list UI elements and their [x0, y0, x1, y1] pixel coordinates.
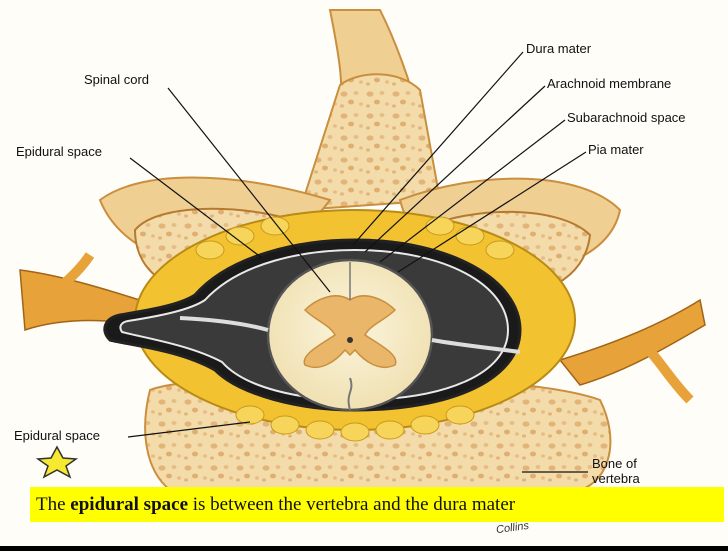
label-pia-mater: Pia mater	[588, 142, 644, 157]
leader-lines	[127, 51, 588, 473]
caption-suffix: is between the vertebra and the dura mat…	[188, 494, 516, 515]
label-vertebra: vertebra	[592, 471, 640, 486]
label-subarachnoid-space: Subarachnoid space	[567, 110, 686, 125]
grey-matter	[303, 295, 397, 369]
label-spinal-cord: Spinal cord	[84, 72, 150, 87]
label-arachnoid-membrane: Arachnoid membrane	[547, 76, 672, 91]
label-bone-of: Bone of	[592, 456, 637, 471]
right-spinal-nerve	[558, 298, 706, 386]
caption-bold: epidural space	[70, 494, 188, 515]
star-icon	[35, 445, 79, 479]
caption-prefix: The	[36, 494, 71, 515]
label-epidural-space-bottom: Epidural space	[14, 428, 100, 443]
label-dura-mater: Dura mater	[526, 41, 592, 56]
label-epidural-space-top: Epidural space	[16, 144, 102, 159]
central-canal	[347, 337, 353, 343]
caption-box: The epidural space is between the verteb…	[30, 487, 724, 522]
